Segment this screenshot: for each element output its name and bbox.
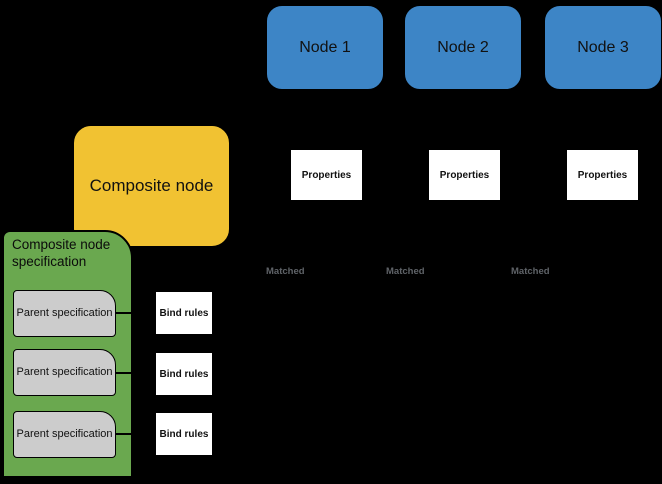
node-2-label: Node 2 [437, 38, 489, 56]
node-3-box: Node 3 [544, 5, 662, 90]
parent-specification-box-2: Parent specification [13, 349, 116, 396]
properties-label-1: Properties [301, 169, 352, 181]
composite-node-specification-title: Composite node specification [12, 237, 111, 269]
properties-label-3: Properties [577, 169, 628, 181]
node-2-box: Node 2 [404, 5, 522, 90]
parent-specification-label-1: Parent specification [16, 306, 113, 319]
matched-label-3: Matched [511, 266, 550, 277]
parent-specification-label-2: Parent specification [16, 365, 113, 378]
connector-line-3 [116, 433, 156, 435]
matched-label-1: Matched [266, 266, 305, 277]
node-1-box: Node 1 [266, 5, 384, 90]
bind-rules-box-1: Bind rules [155, 291, 213, 335]
properties-box-2: Properties [428, 149, 501, 201]
properties-box-3: Properties [566, 149, 639, 201]
matched-label-2: Matched [386, 266, 425, 277]
composite-node-label: Composite node [89, 176, 214, 195]
parent-specification-label-3: Parent specification [16, 427, 113, 440]
connector-line-2 [116, 372, 156, 374]
node-1-label: Node 1 [299, 38, 351, 56]
bind-rules-box-2: Bind rules [155, 352, 213, 396]
parent-specification-box-3: Parent specification [13, 411, 116, 458]
bind-rules-box-3: Bind rules [155, 412, 213, 456]
connector-line-1 [116, 312, 156, 314]
bind-rules-label-1: Bind rules [159, 307, 209, 319]
parent-specification-box-1: Parent specification [13, 290, 116, 337]
bind-rules-label-2: Bind rules [159, 368, 209, 380]
properties-box-1: Properties [290, 149, 363, 201]
node-3-label: Node 3 [577, 38, 629, 56]
properties-label-2: Properties [439, 169, 490, 181]
composite-node-box: Composite node [73, 125, 230, 247]
bind-rules-label-3: Bind rules [159, 428, 209, 440]
